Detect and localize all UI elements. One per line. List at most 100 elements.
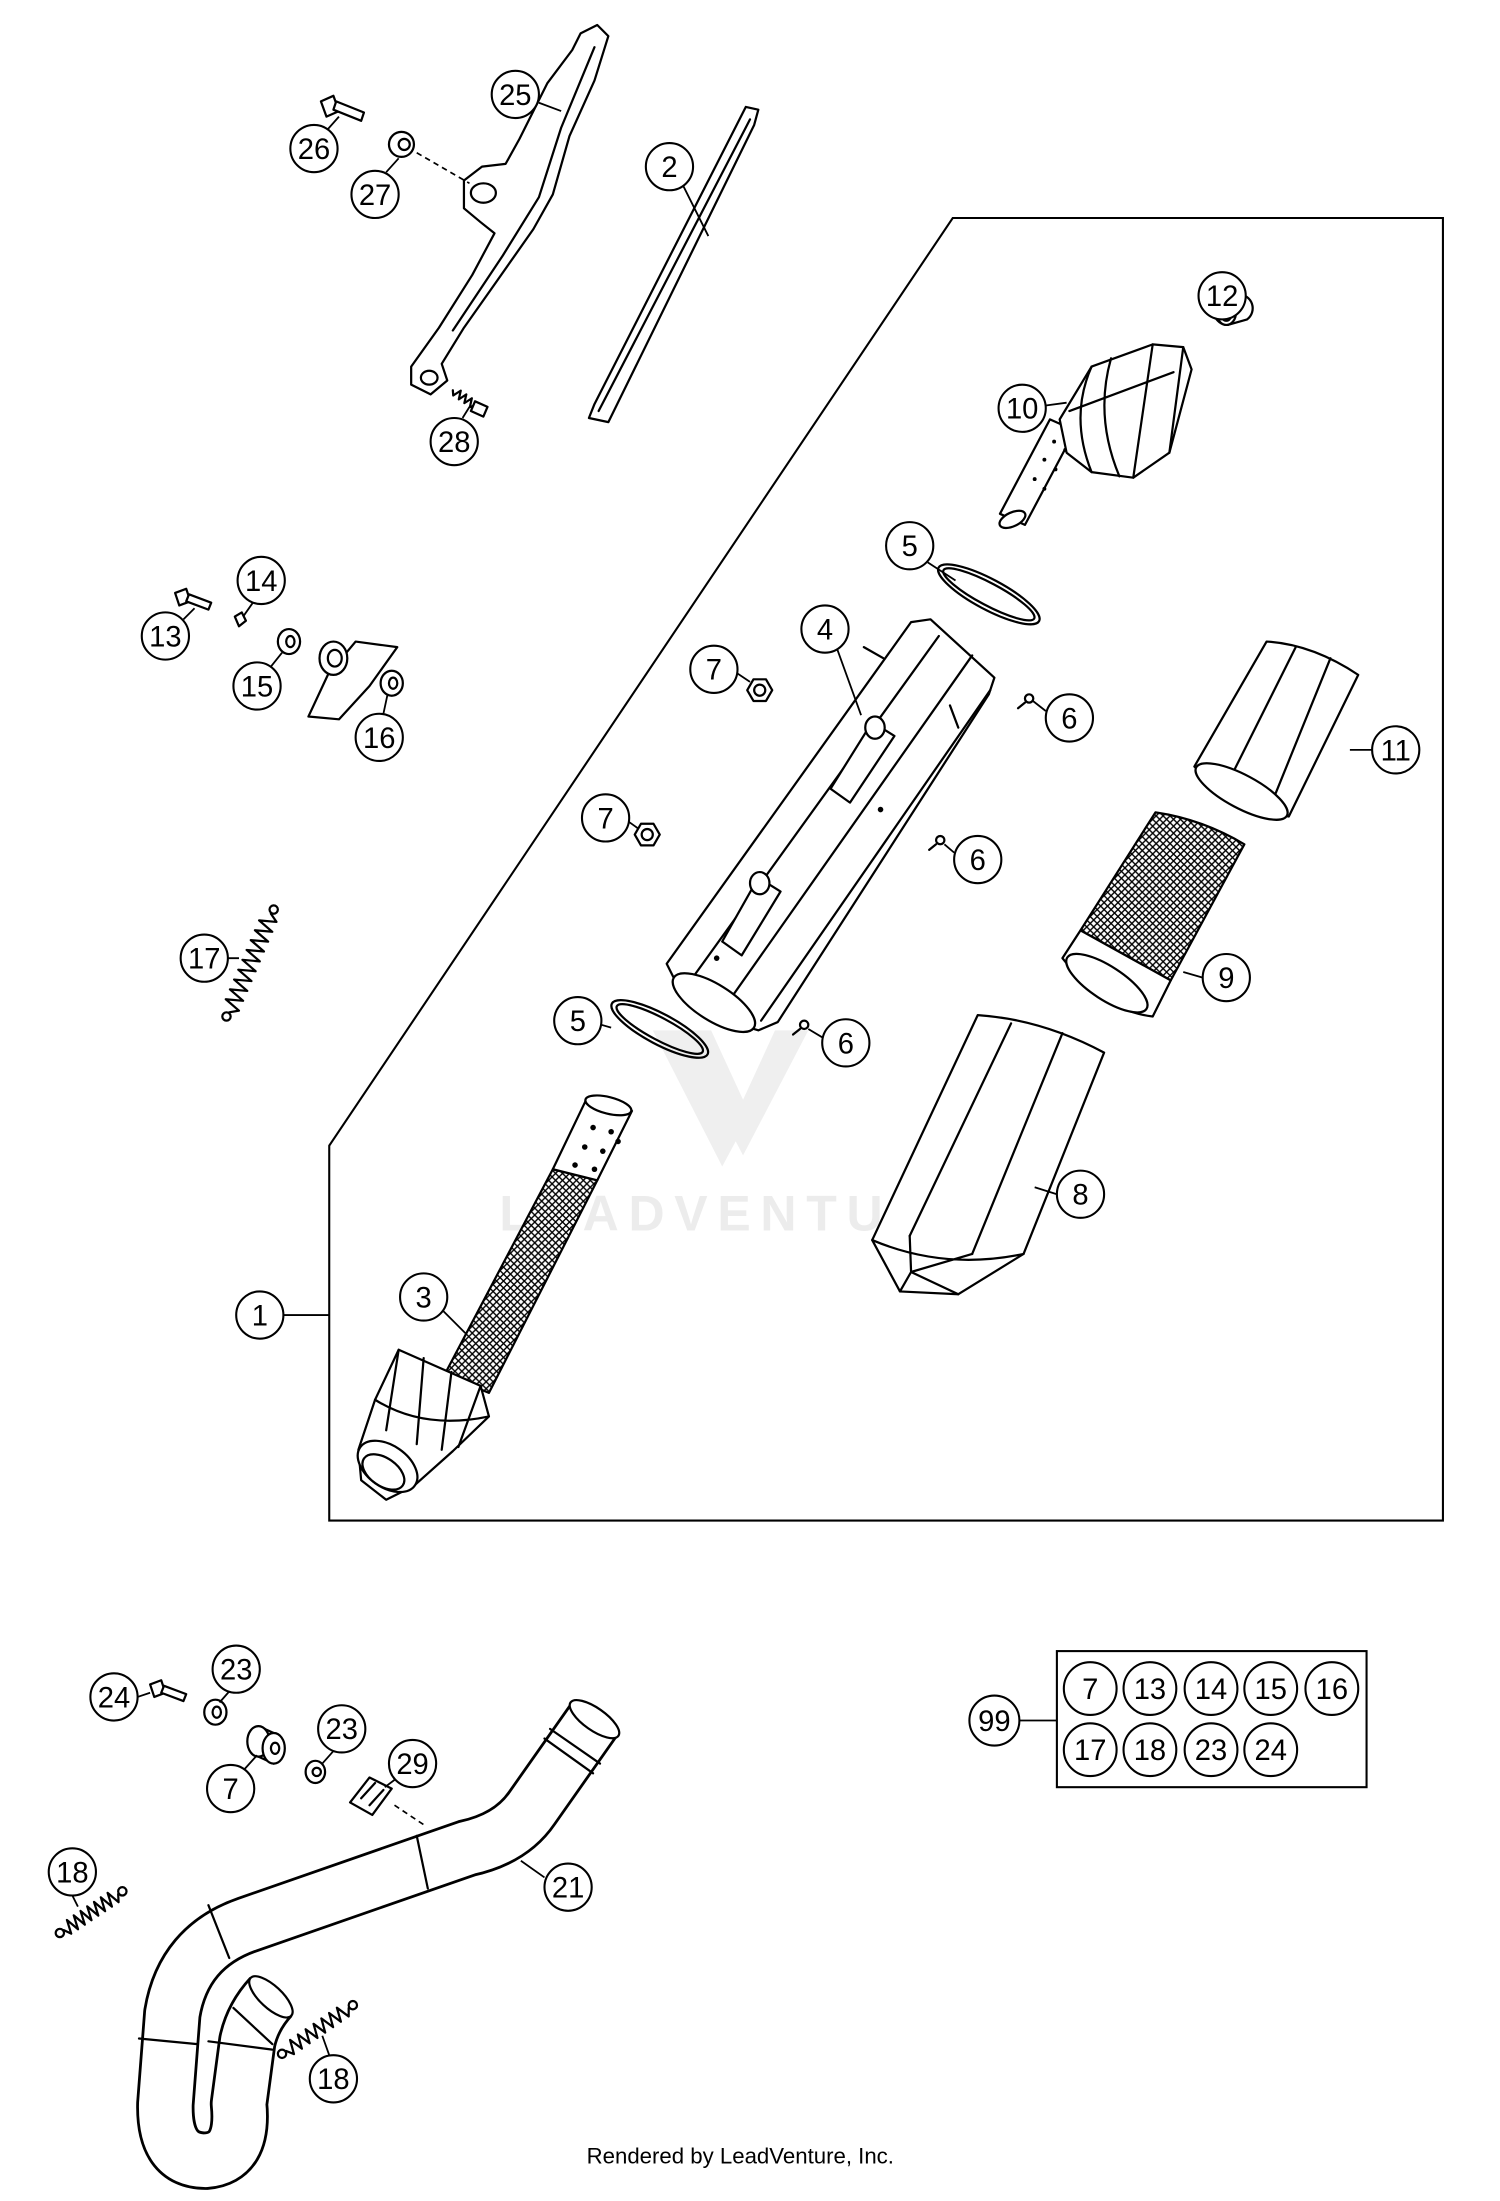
callout-kit: 99 bbox=[968, 1694, 1021, 1747]
callout-24: 24 bbox=[89, 1672, 139, 1722]
callout-23: 23 bbox=[211, 1644, 261, 1694]
callout-23: 23 bbox=[317, 1704, 367, 1754]
callout-15: 15 bbox=[232, 661, 282, 711]
callout-circle bbox=[644, 141, 695, 192]
callout-6: 6 bbox=[1044, 693, 1095, 743]
callout-10: 10 bbox=[997, 383, 1047, 433]
callout-circle bbox=[1062, 1722, 1118, 1778]
callout-number: 25 bbox=[499, 80, 531, 112]
callout-circle bbox=[800, 604, 850, 654]
callout-number: 24 bbox=[98, 1682, 130, 1714]
callout-14: 14 bbox=[236, 555, 286, 606]
callout-5: 5 bbox=[553, 996, 603, 1046]
part-pipe-rubber bbox=[246, 1724, 286, 1765]
part-absorber-insert bbox=[1061, 811, 1246, 1018]
part-spring-pipe-right bbox=[276, 1999, 359, 2060]
callout-25: 25 bbox=[490, 69, 540, 120]
part-pipe-washer-b bbox=[304, 1759, 327, 1785]
callout-number: 23 bbox=[326, 1714, 358, 1746]
callout-number: 18 bbox=[317, 2064, 349, 2096]
callout-11: 11 bbox=[1371, 725, 1421, 775]
callout-7: 7 bbox=[580, 793, 631, 843]
kit-item-16: 16 bbox=[1304, 1661, 1360, 1717]
kit-item-17: 17 bbox=[1062, 1722, 1118, 1778]
callout-number: 6 bbox=[1061, 703, 1077, 735]
assembly-boundary bbox=[328, 216, 1444, 1522]
callout-5: 5 bbox=[885, 521, 935, 571]
callout-6: 6 bbox=[953, 834, 1003, 885]
callout-circle bbox=[1122, 1661, 1178, 1717]
callout-number: 14 bbox=[245, 566, 277, 598]
callout-number: 7 bbox=[706, 655, 722, 687]
callout-circle bbox=[553, 996, 603, 1046]
kit-item-24: 24 bbox=[1243, 1722, 1299, 1778]
callout-circle bbox=[1243, 1661, 1299, 1717]
callout-number: 14 bbox=[1195, 1674, 1227, 1706]
part-mount-bolt bbox=[173, 587, 213, 611]
part-silencer-body bbox=[665, 618, 996, 1034]
callout-number: 2 bbox=[661, 152, 677, 184]
part-pipe-bolt bbox=[148, 1679, 188, 1703]
callout-number: 18 bbox=[56, 1857, 88, 1889]
callout-number: 29 bbox=[396, 1749, 428, 1781]
callout-7: 7 bbox=[205, 1763, 256, 1814]
part-nut-upper bbox=[746, 678, 774, 703]
callout-1: 1 bbox=[235, 1290, 285, 1340]
callout-9: 9 bbox=[1201, 952, 1251, 1003]
assembly-line bbox=[416, 152, 470, 185]
callout-number: 6 bbox=[838, 1028, 854, 1060]
part-spring-pipe-left bbox=[54, 1886, 128, 1939]
callout-12: 12 bbox=[1197, 271, 1247, 321]
callout-circle bbox=[354, 712, 404, 763]
callout-circle bbox=[387, 1738, 438, 1789]
kit-box bbox=[1055, 1650, 1368, 1789]
callout-circle bbox=[1044, 693, 1095, 743]
callout-circle bbox=[1062, 1661, 1118, 1717]
callout-circle bbox=[580, 793, 631, 843]
part-spring-silencer bbox=[221, 904, 279, 1022]
part-header-pipe bbox=[136, 1698, 621, 2190]
callout-circle bbox=[953, 834, 1003, 885]
callout-number: 7 bbox=[597, 803, 613, 835]
part-screw-a bbox=[1016, 693, 1035, 710]
callout-number: 28 bbox=[438, 427, 470, 459]
callout-number: 4 bbox=[817, 614, 833, 646]
part-bracket-bolt bbox=[319, 94, 366, 122]
callout-circle bbox=[543, 1862, 593, 1912]
callout-number: 99 bbox=[978, 1706, 1010, 1738]
part-screw-b bbox=[928, 834, 946, 851]
callout-number: 7 bbox=[1082, 1674, 1098, 1706]
part-perforated-tube bbox=[356, 1094, 634, 1501]
kit-item-18: 18 bbox=[1122, 1722, 1178, 1778]
callout-27: 27 bbox=[350, 169, 400, 220]
callout-number: 12 bbox=[1206, 281, 1238, 313]
kit-item-13: 13 bbox=[1122, 1661, 1178, 1717]
callout-16: 16 bbox=[354, 712, 404, 763]
callout-28: 28 bbox=[429, 416, 479, 467]
callout-circle bbox=[1183, 1661, 1239, 1717]
callout-circle bbox=[1371, 725, 1421, 775]
callout-number: 10 bbox=[1006, 394, 1038, 426]
callout-number: 3 bbox=[416, 1282, 432, 1314]
callout-circle bbox=[997, 383, 1047, 433]
callout-circle bbox=[205, 1763, 256, 1814]
part-bracket-screw bbox=[451, 389, 489, 418]
kit-item-7: 7 bbox=[1062, 1661, 1118, 1717]
callout-circle bbox=[885, 521, 935, 571]
part-rubber-mount bbox=[307, 640, 399, 721]
callout-circle bbox=[89, 1672, 139, 1722]
callout-circle bbox=[211, 1644, 261, 1694]
callout-circle bbox=[235, 1290, 285, 1340]
callout-circle bbox=[236, 555, 286, 606]
callout-circle bbox=[490, 69, 540, 120]
part-bracket bbox=[410, 23, 610, 396]
part-o-ring-upper bbox=[936, 563, 1041, 626]
part-outer-sleeve-lower bbox=[871, 1013, 1106, 1296]
callout-number: 17 bbox=[1074, 1735, 1106, 1767]
callout-circle bbox=[689, 644, 739, 694]
callout-number: 13 bbox=[1134, 1674, 1166, 1706]
callout-circle bbox=[47, 1847, 97, 1897]
leader-lines bbox=[71, 101, 1373, 2056]
